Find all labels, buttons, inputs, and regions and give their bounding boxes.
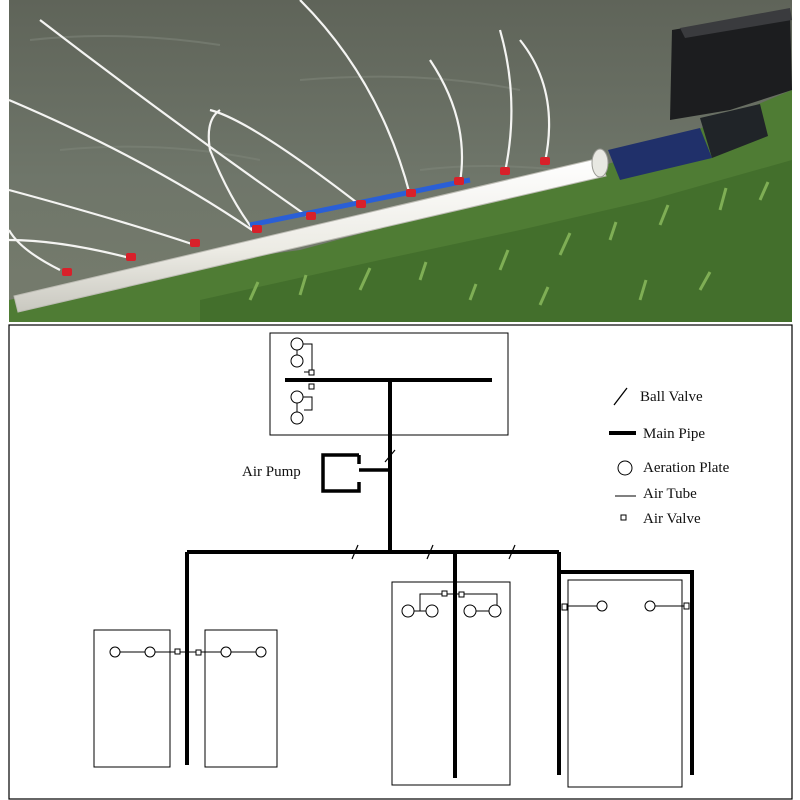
legend-main-pipe: Main Pipe	[643, 426, 705, 442]
pipe-flange	[592, 149, 608, 177]
legend-air-valve: Air Valve	[643, 511, 701, 527]
air-pump-label: Air Pump	[242, 464, 301, 480]
legend-air-valve-icon	[621, 515, 626, 520]
legend-aeration-plate-icon	[618, 461, 632, 475]
aeration-diagram: Air Pump	[0, 324, 800, 800]
legend-ball-valve: Ball Valve	[640, 389, 703, 405]
legend-air-tube: Air Tube	[643, 486, 697, 502]
aeration-photo	[0, 0, 800, 324]
legend-aeration-plate: Aeration Plate	[643, 460, 730, 476]
